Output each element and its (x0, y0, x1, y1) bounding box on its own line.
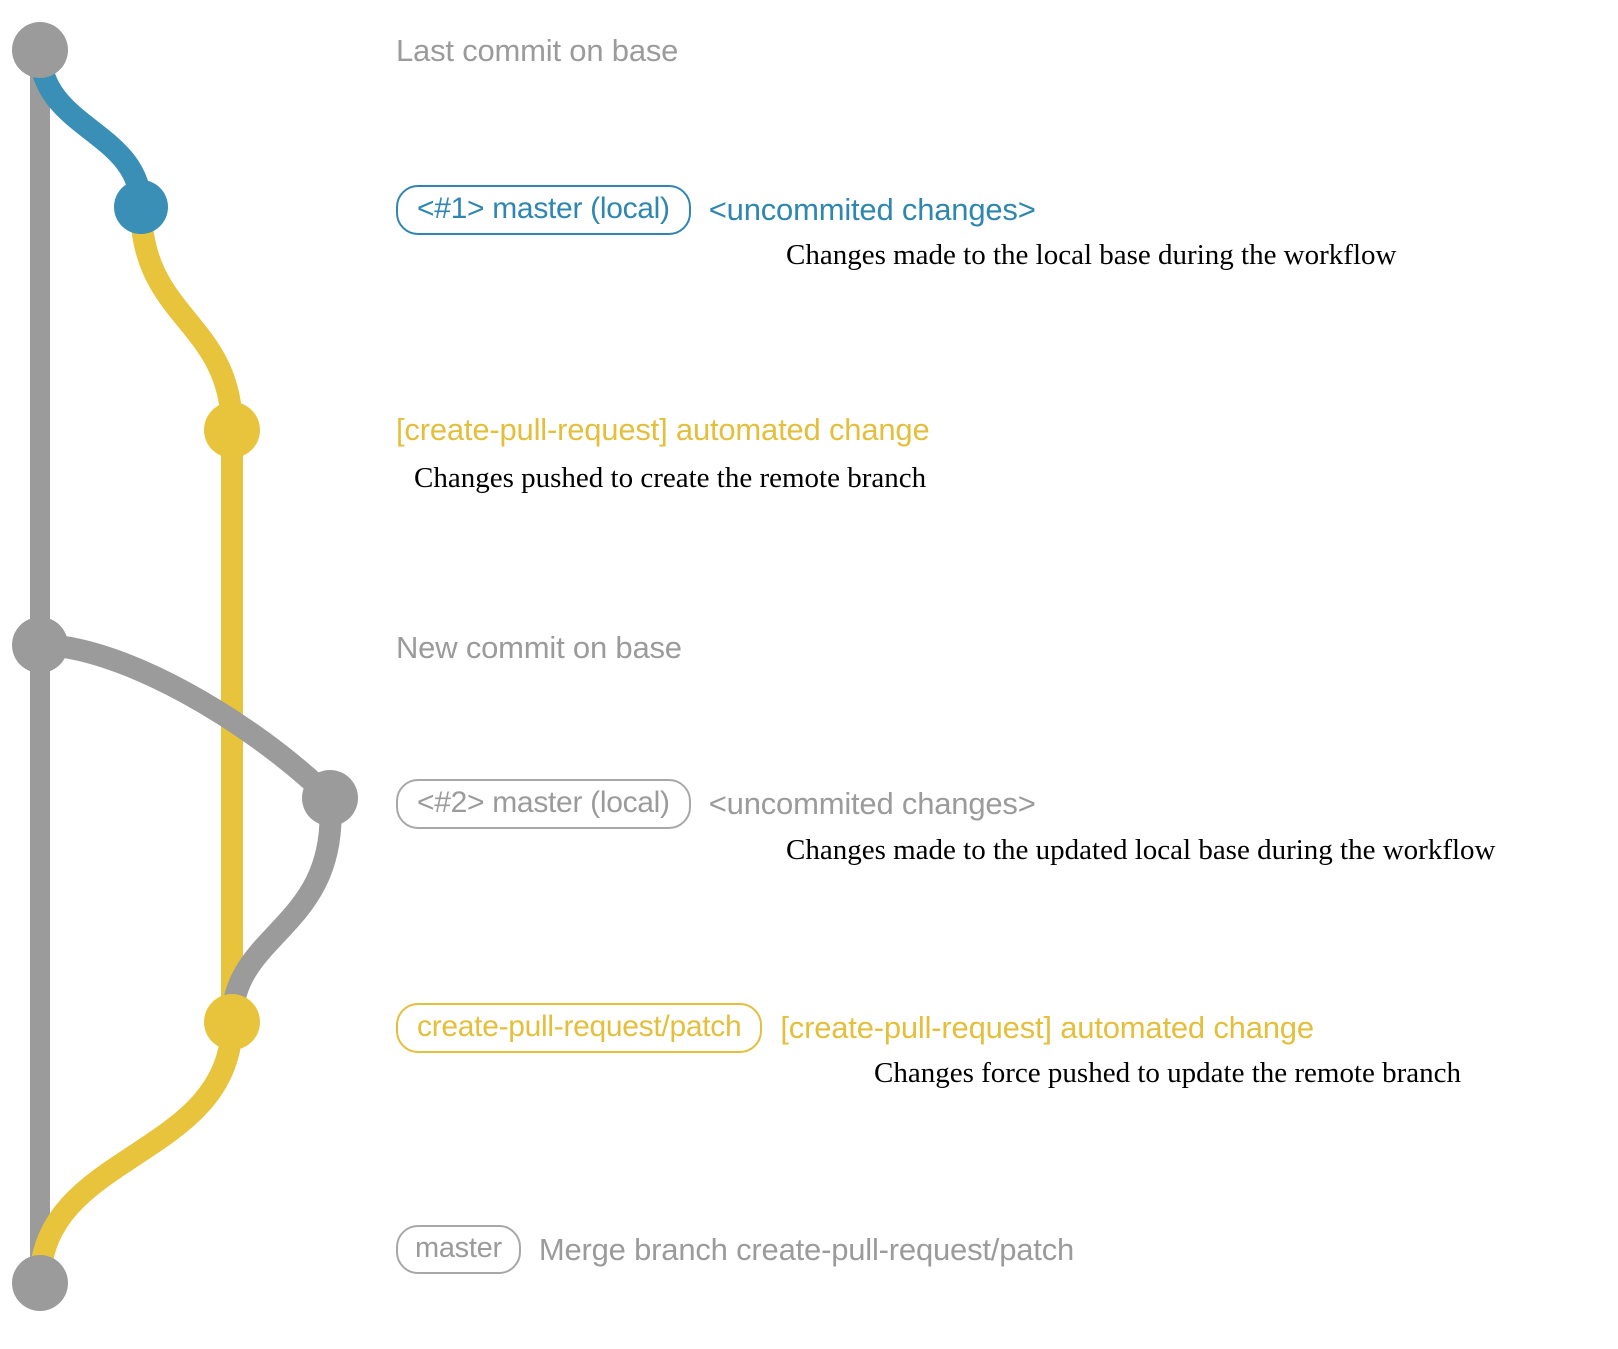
git-graph-svg (12, 22, 358, 1311)
commit-node-patch-2[interactable] (204, 994, 260, 1050)
commit-message-patch: [create-pull-request] automated change (780, 1010, 1314, 1045)
commit-node-local-1[interactable] (114, 180, 168, 234)
commit-message-automated-1: [create-pull-request] automated change (396, 412, 930, 447)
headline-automated-1: [create-pull-request] automated change (396, 412, 930, 448)
row-new-commit: New commit on base (396, 630, 682, 666)
commit-node-base-new[interactable] (12, 617, 68, 673)
edge-local1-to-patch1 (130, 196, 243, 441)
last-commit-title: Last commit on base (396, 33, 679, 68)
new-commit-title: New commit on base (396, 630, 682, 665)
description-local-2: Changes made to the updated local base d… (786, 834, 1496, 866)
commit-message-local-2: <uncommited changes> (708, 786, 1036, 821)
headline-patch: create-pull-request/patch [create-pull-r… (396, 1003, 1314, 1053)
row-master: master Merge branch create-pull-request/… (396, 1225, 1074, 1274)
commit-node-merge[interactable] (12, 1255, 68, 1311)
commit-message-local-1: <uncommited changes> (708, 192, 1036, 227)
row-last-commit: Last commit on base (396, 33, 678, 69)
row-patch: create-pull-request/patch [create-pull-r… (396, 1003, 1314, 1053)
branch-badge-patch[interactable]: create-pull-request/patch (396, 1003, 763, 1053)
commit-node-local-2[interactable] (302, 770, 358, 826)
commit-message-master: Merge branch create-pull-request/patch (538, 1231, 1075, 1267)
git-graph (0, 0, 400, 1344)
description-automated-1: Changes pushed to create the remote bran… (414, 462, 927, 494)
row-automated-1: [create-pull-request] automated change (396, 412, 930, 448)
headline-local-2: <#2> master (local) <uncommited changes> (396, 779, 1036, 829)
commit-node-base-last[interactable] (12, 22, 68, 78)
edge-basenew-to-local2 (29, 634, 341, 809)
branch-badge-local-1[interactable]: <#1> master (local) (396, 185, 691, 235)
headline-new-commit: New commit on base (396, 630, 682, 666)
description-patch: Changes force pushed to update the remot… (874, 1057, 1462, 1089)
headline-last-commit: Last commit on base (396, 33, 678, 69)
branch-badge-local-2[interactable]: <#2> master (local) (396, 779, 691, 829)
edge-local2-to-patch2 (221, 787, 342, 1033)
commit-node-patch-1[interactable] (204, 402, 260, 458)
headline-local-1: <#1> master (local) <uncommited changes> (396, 185, 1036, 235)
headline-master: master Merge branch create-pull-request/… (396, 1225, 1074, 1274)
edge-patch2-to-merge (29, 1011, 243, 1294)
description-local-1: Changes made to the local base during th… (786, 239, 1397, 271)
branch-badge-master[interactable]: master (396, 1225, 521, 1274)
row-local-2: <#2> master (local) <uncommited changes> (396, 779, 1036, 829)
row-local-1: <#1> master (local) <uncommited changes> (396, 185, 1036, 235)
